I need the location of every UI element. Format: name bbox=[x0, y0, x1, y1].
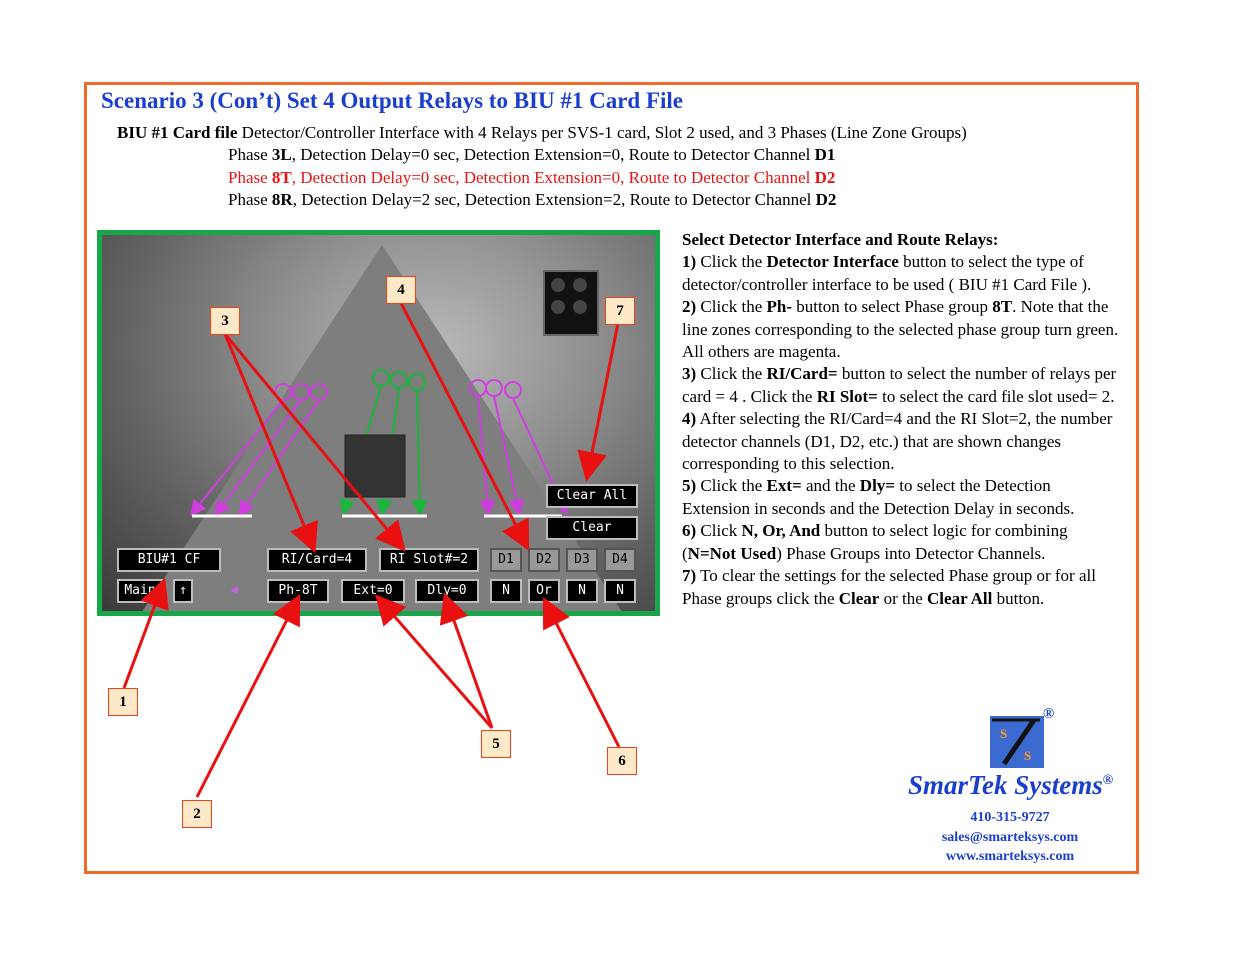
intro-line: BIU #1 Card file Detector/Controller Int… bbox=[117, 123, 967, 143]
logic-d4-button[interactable]: N bbox=[604, 579, 636, 603]
arrow-4 bbox=[399, 302, 530, 551]
arrow-1 bbox=[122, 577, 169, 689]
up-arrow-button[interactable]: ↑ bbox=[173, 579, 193, 603]
callout-7: 7 bbox=[605, 297, 635, 325]
phase-line-3l: Phase 3L, Detection Delay=0 sec, Detecti… bbox=[228, 145, 835, 165]
phase-channel: D2 bbox=[815, 190, 837, 209]
intro-rest: Detector/Controller Interface with 4 Rel… bbox=[237, 123, 967, 142]
zone-group-3l bbox=[190, 383, 328, 517]
channel-d3-button[interactable]: D3 bbox=[566, 548, 598, 572]
logic-d1-button[interactable]: N bbox=[490, 579, 522, 603]
phase-channel: D2 bbox=[814, 168, 836, 187]
arrow-2 bbox=[195, 593, 301, 798]
phase-name: 8T bbox=[271, 168, 292, 187]
step-4: 4) After selecting the RI/Card=4 and the… bbox=[682, 409, 1113, 474]
arrow-5a bbox=[375, 594, 494, 729]
phase-prefix: Phase bbox=[228, 190, 272, 209]
phase-name: 3L bbox=[271, 145, 292, 164]
phase-detail: , Detection Delay=0 sec, Detection Exten… bbox=[291, 168, 815, 187]
contact-email[interactable]: sales@smarteksys.com bbox=[941, 830, 1079, 845]
callout-2: 2 bbox=[182, 800, 212, 828]
callout-5: 5 bbox=[481, 730, 511, 758]
clear-all-button[interactable]: Clear All bbox=[546, 484, 638, 508]
step-5: 5) Click the Ext= and the Dly= to select… bbox=[682, 476, 1075, 518]
logo-letter-bottom: S bbox=[1024, 748, 1032, 763]
channel-d4-button[interactable]: D4 bbox=[604, 548, 636, 572]
arrow-3a bbox=[223, 333, 318, 554]
arrow-7 bbox=[577, 322, 620, 482]
channel-d2-button[interactable]: D2 bbox=[528, 548, 560, 572]
logic-d3-button[interactable]: N bbox=[566, 579, 598, 603]
brand-name: SmarTek Systems® bbox=[908, 770, 1113, 801]
logo-registered-mark: ® bbox=[1043, 706, 1055, 722]
ri-slot-button[interactable]: RI Slot#=2 bbox=[379, 548, 479, 572]
instructions: Select Detector Interface and Route Rela… bbox=[682, 229, 1122, 610]
page-title: Scenario 3 (Con’t) Set 4 Output Relays t… bbox=[101, 88, 683, 113]
extension-button[interactable]: Ext=0 bbox=[341, 579, 405, 603]
phase-line-8r: Phase 8R, Detection Delay=2 sec, Detecti… bbox=[228, 190, 836, 210]
phase-line-8t: Phase 8T, Detection Delay=0 sec, Detecti… bbox=[228, 168, 835, 188]
contact-website[interactable]: www.smarteksys.com bbox=[945, 849, 1075, 864]
phase-prefix: Phase bbox=[228, 168, 272, 187]
phase-prefix: Phase bbox=[228, 145, 272, 164]
callout-1: 1 bbox=[108, 688, 138, 716]
instructions-heading: Select Detector Interface and Route Rela… bbox=[682, 230, 999, 249]
clear-button[interactable]: Clear bbox=[546, 516, 638, 540]
callout-6: 6 bbox=[607, 747, 637, 775]
phase-detail: , Detection Delay=2 sec, Detection Exten… bbox=[292, 190, 816, 209]
arrow-5b bbox=[439, 592, 494, 729]
brand-text: SmarTek Systems bbox=[908, 770, 1103, 800]
step-7: 7) To clear the settings for the selecte… bbox=[682, 566, 1096, 608]
phase-channel: D1 bbox=[814, 145, 836, 164]
callout-4: 4 bbox=[386, 276, 416, 304]
page-frame bbox=[84, 82, 1139, 874]
step-1: 1) Click the Detector Interface button t… bbox=[682, 252, 1092, 294]
arrow-6 bbox=[542, 596, 621, 748]
arrow-3b bbox=[223, 333, 406, 552]
step-2: 2) Click the Ph- button to select Phase … bbox=[682, 297, 1119, 362]
contact-phone: 410-315-9727 bbox=[970, 810, 1050, 825]
step-6: 6) Click N, Or, And button to select log… bbox=[682, 521, 1068, 563]
traffic-signal-image bbox=[543, 270, 599, 336]
brand-registered-mark: ® bbox=[1102, 773, 1114, 788]
intro-lead: BIU #1 Card file bbox=[117, 123, 238, 142]
callout-3: 3 bbox=[210, 307, 240, 335]
smartek-logo-icon: S S bbox=[990, 716, 1044, 768]
phase-detail: , Detection Delay=0 sec, Detection Exten… bbox=[291, 145, 815, 164]
phase-name: 8R bbox=[271, 190, 293, 209]
step-3: 3) Click the RI/Card= button to select t… bbox=[682, 364, 1117, 406]
detector-interface-button[interactable]: BIU#1 CF bbox=[117, 548, 221, 572]
channel-d1-button[interactable]: D1 bbox=[490, 548, 522, 572]
detection-zones bbox=[190, 369, 568, 518]
car-image bbox=[344, 434, 406, 498]
logo-letter-top: S bbox=[1000, 726, 1008, 741]
